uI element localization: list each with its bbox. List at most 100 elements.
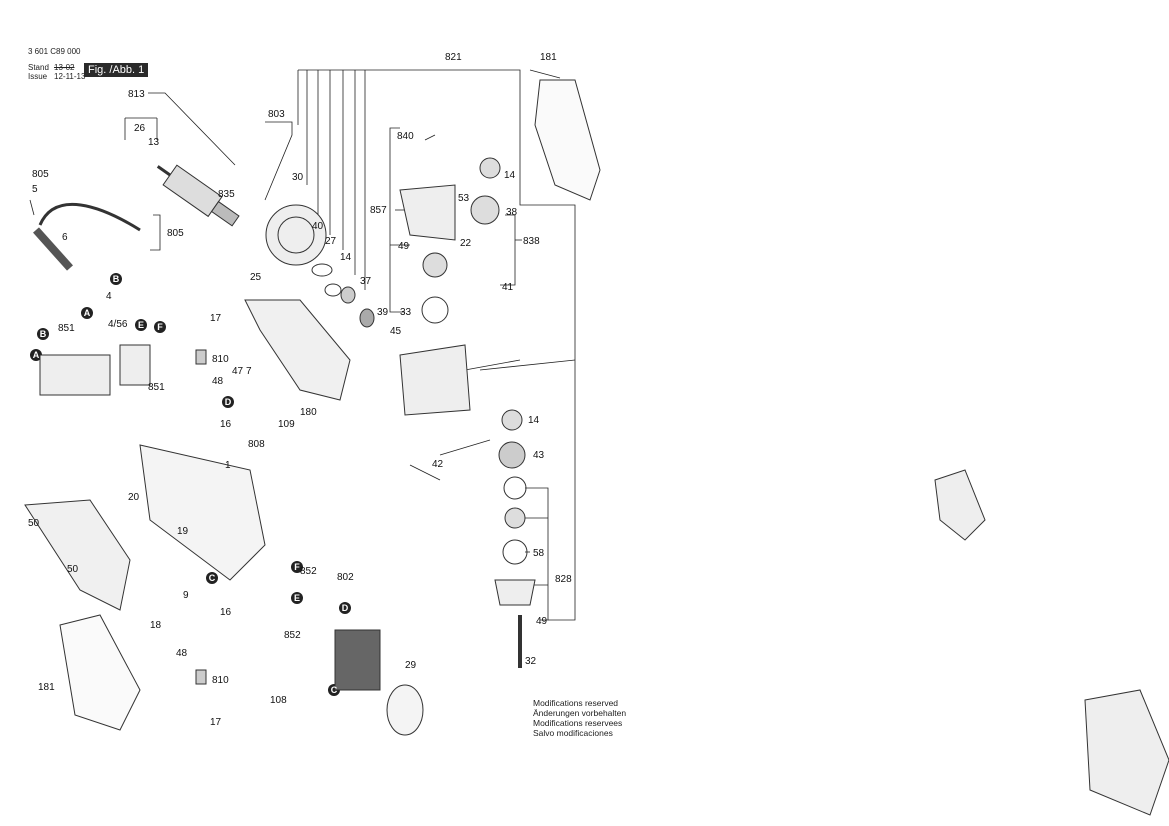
part-label: 17 [210, 313, 222, 324]
part-label: 32 [525, 656, 537, 667]
part-label: 810 [212, 675, 229, 686]
note-line: Modifications reservees [533, 718, 623, 728]
part-label: 857 [370, 205, 387, 216]
callout-circles [30, 273, 351, 696]
circle-E: E [294, 593, 300, 603]
part-label: 48 [212, 376, 224, 387]
part-label: 50 [28, 518, 40, 529]
part-label: 38 [506, 207, 518, 218]
part-label: 14 [504, 170, 516, 181]
part-label: 805 [32, 169, 49, 180]
issue-label: Issue [28, 72, 48, 81]
part-label: 26 [134, 123, 146, 134]
part-label: 45 [390, 326, 402, 337]
cover-part-lower [59, 614, 141, 731]
part-label: 4/56 [108, 319, 128, 330]
part-label: 810 [212, 354, 229, 365]
part-label: 25 [250, 272, 262, 283]
part-label: 47 [232, 366, 244, 377]
part-label: 29 [405, 660, 417, 671]
part-label: 14 [340, 252, 352, 263]
figure-label: Fig. /Abb. 1 [84, 63, 149, 77]
part-label: 20 [128, 492, 140, 503]
part-label: 840 [397, 131, 414, 142]
part-label: 821 [445, 52, 462, 63]
gear-housing-part [244, 299, 351, 401]
circle-C: C [331, 685, 338, 695]
part-label: 58 [533, 548, 545, 559]
armature-part [156, 164, 240, 227]
part-label: 39 [377, 307, 389, 318]
fan-part [265, 204, 327, 266]
circle-B: B [40, 329, 47, 339]
ghost-part-small [934, 469, 986, 541]
part-label: 180 [300, 407, 317, 418]
circle-E: E [138, 320, 144, 330]
part-label: 181 [38, 682, 55, 693]
circle-letters: B A B E F A D C F E D C [33, 274, 349, 695]
part-label: 27 [325, 236, 337, 247]
part-label: 805 [167, 228, 184, 239]
part-label: 30 [292, 172, 304, 183]
stator-part [334, 629, 381, 691]
part-label: 802 [337, 572, 354, 583]
part-label: 40 [312, 221, 324, 232]
switch-part [39, 354, 111, 396]
part-label: 4 [106, 291, 112, 302]
stand-date: 13-02 [54, 63, 75, 72]
part-label: 108 [270, 695, 287, 706]
circle-F: F [157, 322, 163, 332]
part-label: 9 [183, 590, 189, 601]
part-label: 1 [225, 460, 231, 471]
part-label: 37 [360, 276, 372, 287]
part-label: 835 [218, 189, 235, 200]
part-label: 49 [398, 241, 410, 252]
note-line: Salvo modificaciones [533, 728, 613, 738]
bearing-flange-part [399, 344, 471, 416]
part-drawings [24, 79, 1169, 816]
motor-housing-part [139, 444, 266, 581]
part-label: 6 [62, 232, 68, 243]
part-label: 19 [177, 526, 189, 537]
circle-D: D [342, 603, 349, 613]
part-label: 13 [148, 137, 160, 148]
part-label: 5 [32, 184, 38, 195]
circle-D: D [225, 397, 232, 407]
part-label: 43 [533, 450, 545, 461]
part-label: 16 [220, 419, 232, 430]
part-label: 33 [400, 307, 412, 318]
part-label: 42 [432, 459, 444, 470]
part-label: 852 [300, 566, 317, 577]
note-line: Modifications reserved [533, 698, 619, 708]
cover-part-upper [534, 79, 601, 201]
part-label: 851 [148, 382, 165, 393]
part-label: 181 [540, 52, 557, 63]
part-label: 803 [268, 109, 285, 120]
part-label: 17 [210, 717, 222, 728]
part-label: 48 [176, 648, 188, 659]
part-label: 14 [528, 415, 540, 426]
part-label: 851 [58, 323, 75, 334]
part-label: 49 [536, 616, 548, 627]
handle-part [24, 499, 131, 611]
part-number: 3 601 C89 000 [28, 47, 81, 56]
circle-A: A [84, 308, 91, 318]
part-label: 41 [502, 282, 514, 293]
part-label: 22 [460, 238, 472, 249]
part-number-labels: 821 181 813 26 13 803 805 5 835 30 40 27… [28, 52, 572, 728]
leader-lines [29, 69, 576, 621]
part-label: 7 [246, 366, 252, 377]
part-label: 18 [150, 620, 162, 631]
gear-head-part [399, 184, 456, 241]
part-label: 53 [458, 193, 470, 204]
part-label: 16 [220, 607, 232, 618]
ghost-part-large [1084, 689, 1169, 816]
part-label: 852 [284, 630, 301, 641]
circle-C: C [209, 573, 216, 583]
note-line: Änderungen vorbehalten [533, 708, 627, 718]
part-label: 828 [555, 574, 572, 585]
part-label: 808 [248, 439, 265, 450]
modification-notes: Modifications reserved Änderungen vorbeh… [533, 698, 626, 738]
part-label: 838 [523, 236, 540, 247]
